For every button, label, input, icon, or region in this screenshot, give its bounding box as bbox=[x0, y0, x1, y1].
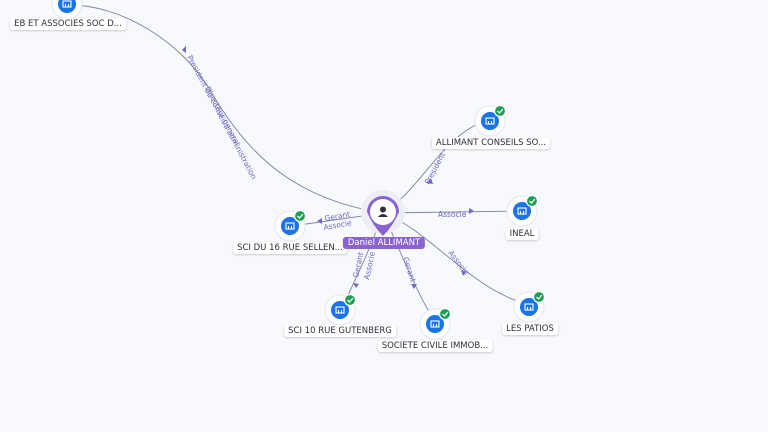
edge-label-eb-2: Directeur general bbox=[203, 85, 242, 147]
building-icon bbox=[485, 117, 495, 125]
arrow-sci16 bbox=[317, 218, 322, 224]
building-icon bbox=[285, 222, 295, 230]
arrow-civile bbox=[411, 284, 417, 289]
arrow-ineal bbox=[469, 208, 474, 214]
edge-ineal bbox=[382, 210, 521, 214]
company-label-civile[interactable]: SOCIETE CIVILE IMMOB... bbox=[377, 340, 493, 352]
company-node-eb[interactable] bbox=[51, 0, 83, 20]
company-label-sci10[interactable]: SCI 10 RUE GUTENBERG bbox=[284, 325, 396, 337]
company-label-sci16[interactable]: SCI DU 16 RUE SELLEN... bbox=[233, 242, 347, 254]
company-node-allimant[interactable] bbox=[474, 104, 507, 137]
person-icon bbox=[378, 206, 388, 217]
company-node-civile[interactable] bbox=[419, 307, 452, 340]
arrow-eb bbox=[182, 46, 186, 53]
arrow-allimant bbox=[427, 178, 433, 184]
company-node-sci16[interactable] bbox=[274, 209, 307, 242]
check-badge-icon bbox=[532, 290, 546, 304]
check-badge-icon bbox=[343, 293, 357, 307]
edge-label-ineal: Associe bbox=[438, 210, 467, 219]
person-label[interactable]: Daniel ALLIMANT bbox=[342, 237, 426, 249]
check-badge-icon bbox=[293, 209, 307, 223]
arrow-sci10 bbox=[353, 283, 359, 288]
person-node[interactable] bbox=[361, 190, 405, 236]
edge-label-patios: Associe bbox=[446, 249, 471, 277]
check-badge-icon bbox=[438, 307, 452, 321]
company-label-patios[interactable]: LES PATIOS bbox=[502, 323, 558, 335]
company-label-allimant[interactable]: ALLIMANT CONSEILS SO... bbox=[431, 137, 551, 149]
company-label-eb[interactable]: EB ET ASSOCIES SOC D... bbox=[10, 18, 126, 30]
edge-label-sci16: Gerant bbox=[324, 210, 351, 223]
company-label-ineal[interactable]: INEAL bbox=[505, 228, 539, 240]
edge-label-allimant: President bbox=[423, 151, 447, 186]
building-icon bbox=[524, 303, 534, 311]
edge-label-civile: Gerant bbox=[401, 256, 418, 283]
company-node-patios[interactable] bbox=[513, 290, 546, 323]
building-icon bbox=[335, 306, 345, 314]
company-node-sci10[interactable] bbox=[324, 293, 357, 326]
building-icon bbox=[517, 207, 527, 215]
building-icon bbox=[430, 320, 440, 328]
check-badge-icon bbox=[525, 194, 539, 208]
edge-eb bbox=[69, 4, 384, 214]
company-node-ineal[interactable] bbox=[506, 194, 539, 227]
arrow-patios bbox=[461, 270, 466, 276]
building-icon bbox=[62, 0, 72, 8]
check-badge-icon bbox=[493, 104, 507, 118]
